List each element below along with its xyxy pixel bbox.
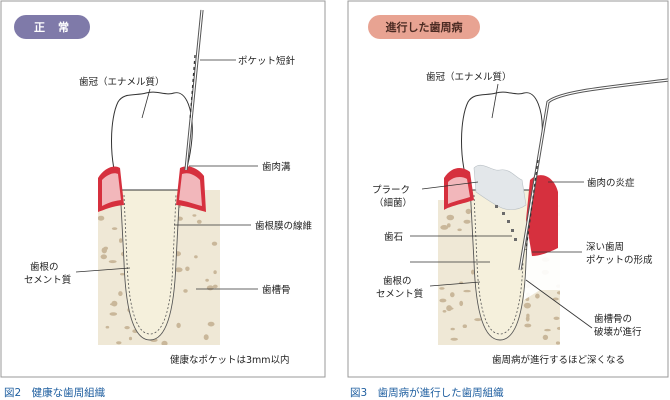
label-bone: 歯槽骨 [262,284,291,296]
label-crown-left: 歯冠（エナメル質） [79,76,165,88]
caption-fig2: 図2 健康な歯周組織 [4,386,106,399]
label-plaque-line2: （細菌） [374,197,412,209]
badge-normal-text: 正 常 [34,20,70,34]
plaque-area [473,164,527,210]
badge-advanced: 進行した歯周病 [368,15,480,39]
label-inflammation: 歯肉の炎症 [587,177,635,189]
note-advanced: 歯周病が進行するほど深くなる [492,354,625,366]
label-crown-right: 歯冠（エナメル質） [426,71,512,83]
periodontal-ligament-left [123,194,177,335]
note-healthy: 健康なポケットは3mm以内 [170,354,290,366]
figure-advanced: 進行した歯周病 [347,0,669,378]
periodontal-probe-left [184,9,204,171]
label-pocket-line1: 深い歯周 [586,241,624,253]
label-ligament: 歯根膜の線維 [255,220,313,232]
label-pocket-line2: ポケットの形成 [586,254,653,266]
badge-normal: 正 常 [14,15,90,39]
label-root-line2-right: セメント質 [376,288,423,300]
tartar-deposits [495,205,517,241]
figure-healthy: 正 常 歯冠（エナメル質） ポケット短針 歯肉溝 歯根膜の線維 [0,0,326,378]
label-root-line1-right: 歯根の [383,275,412,287]
label-bone-loss-line1: 歯槽骨の [594,313,632,325]
tooth-root-right [469,184,531,341]
label-root-line1-left: 歯根の [30,261,59,273]
label-probe: ポケット短針 [238,55,296,67]
label-root-line2-left: セメント質 [24,274,71,286]
label-sulcus: 歯肉溝 [262,161,291,173]
label-plaque-line1: プラーク [372,185,410,196]
label-tartar: 歯石 [384,231,403,243]
tooth-crown-left [111,91,193,191]
tooth-root-left [119,184,181,341]
caption-fig3: 図3 歯周病が進行した歯周組織 [350,386,504,399]
badge-advanced-text: 進行した歯周病 [386,20,463,34]
periodontal-probe-right [518,78,669,271]
label-bone-loss-line2: 破壊が進行 [594,326,642,338]
